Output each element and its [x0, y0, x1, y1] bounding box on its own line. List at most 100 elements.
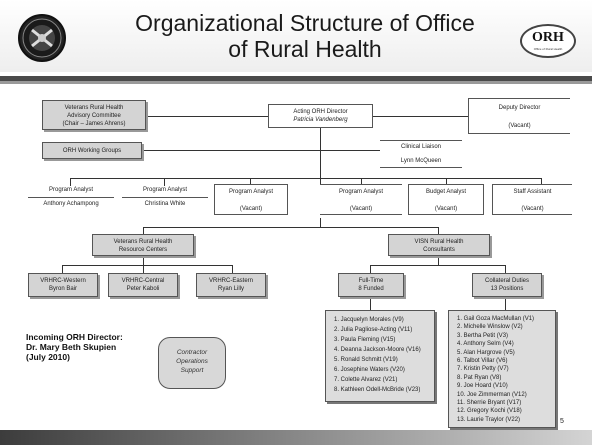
staff-1-title: Program Analyst — [48, 187, 94, 193]
full-time-line-2: 8 Funded — [358, 286, 384, 292]
working-groups-box: ORH Working Groups — [42, 142, 142, 159]
contractor-support-box: Contractor Operations Support — [158, 337, 226, 389]
connector-line — [164, 178, 165, 186]
connector-line — [143, 256, 144, 266]
list-item: 5. Ronald Schmitt (V19) — [334, 357, 398, 363]
advisory-committee-box: Veterans Rural Health Advisory Committee… — [42, 100, 146, 130]
advisory-line-2: Advisory Committee — [67, 113, 121, 119]
connector-line — [370, 265, 371, 273]
connector-line — [232, 265, 233, 273]
working-groups-label: ORH Working Groups — [62, 148, 122, 154]
list-item: 3. Paula Fleming (V15) — [334, 337, 396, 343]
visn-consultants-box: VISN Rural Health Consultants — [388, 234, 490, 256]
list-item: 6. Josephine Waters (V20) — [334, 367, 405, 373]
connector-line — [505, 265, 506, 273]
director-name: Patricia Vandenberg — [293, 117, 348, 123]
resource-centers-box: Veterans Rural Health Resource Centers — [92, 234, 194, 256]
staff-2-title: Program Analyst — [142, 187, 188, 193]
staff-5-title: Budget Analyst — [425, 189, 467, 195]
orh-logo-subtext: Office of Rural Health — [533, 47, 563, 51]
vrhrc-eastern-name: Ryan Lilly — [217, 286, 244, 292]
visn-line-2: Consultants — [423, 247, 455, 253]
staff-3-title: Program Analyst — [228, 189, 274, 195]
list-item: 1. Jacquelyn Morales (V9) — [334, 317, 404, 323]
connector-line — [541, 178, 542, 186]
connector-line — [70, 178, 542, 179]
vrhrc-eastern-box: VRHRC-Eastern Ryan Lilly — [196, 273, 266, 297]
footer-band — [0, 430, 592, 445]
collateral-line-1: Collateral Duties — [484, 278, 530, 284]
list-item: 3. Bertha Petit (V3) — [457, 332, 509, 339]
connector-line — [370, 297, 371, 310]
vrhrc-eastern-title: VRHRC-Eastern — [208, 278, 253, 284]
staff-2: Program Analyst Christina White — [122, 186, 208, 209]
deputy-director-box: Deputy Director (Vacant) — [468, 98, 570, 134]
header-band — [0, 0, 592, 72]
full-time-line-1: Full-Time — [358, 278, 384, 284]
visn-line-1: VISN Rural Health — [414, 239, 464, 245]
staff-2-name: Christina White — [122, 197, 208, 209]
staff-6: Staff Assistant (Vacant) — [492, 184, 572, 215]
list-item: 11. Sherrie Bryant (V17) — [457, 400, 522, 407]
deputy-title: Deputy Director — [498, 105, 541, 111]
header-divider-light — [0, 81, 592, 84]
list-item: 2. Julia Pagliose-Acting (V11) — [334, 327, 413, 333]
clinical-liaison-name: Lynn McQueen — [400, 158, 442, 164]
list-item: 1. Gail Goza MacMullan (V1) — [457, 316, 535, 322]
list-item: 8. Pat Ryan (V8) — [457, 374, 502, 381]
connector-line — [320, 218, 321, 228]
list-item: 8. Kathleen Odell-McBride (V23) — [334, 387, 421, 393]
vrhrc-western-box: VRHRC-Western Byron Bair — [28, 273, 98, 297]
vrhrc-central-name: Peter Kaboli — [126, 286, 160, 292]
list-item: 4. Deanna Jackson-Moore (V16) — [334, 347, 421, 353]
staff-6-name: (Vacant) — [521, 206, 544, 212]
staff-4-name: (Vacant) — [349, 206, 373, 212]
clinical-liaison-title: Clinical Liaison — [400, 144, 442, 150]
list-item: 4. Anthony Selm (V4) — [457, 341, 514, 348]
connector-line — [438, 256, 439, 266]
list-item: 7. Colette Alvarez (V21) — [334, 377, 398, 383]
list-item: 7. Kristin Petty (V7) — [457, 366, 509, 373]
staff-5: Budget Analyst (Vacant) — [408, 184, 484, 215]
staff-4: Program Analyst (Vacant) — [320, 184, 402, 215]
deputy-name: (Vacant) — [508, 123, 531, 129]
connector-line — [446, 178, 447, 186]
header-divider — [0, 76, 592, 81]
advisory-line-3: (Chair – James Ahrens) — [62, 121, 126, 127]
clinical-liaison-box: Clinical Liaison Lynn McQueen — [380, 140, 462, 168]
connector-line — [250, 178, 251, 186]
connector-line — [438, 227, 439, 234]
connector-line — [361, 178, 362, 186]
staff-6-title: Staff Assistant — [513, 189, 552, 195]
staff-1: Program Analyst Anthony Achampong — [28, 186, 114, 209]
list-item: 10. Joe Zimmerman (V12) — [457, 391, 527, 398]
list-item: 12. Gregory Kochi (V18) — [457, 408, 522, 415]
resource-centers-line-2: Resource Centers — [118, 247, 168, 253]
connector-line — [143, 265, 144, 273]
director-box: Acting ORH Director Patricia Vandenberg — [268, 104, 373, 128]
list-item: 13. Laurie Traylor (V22) — [457, 416, 521, 423]
vrhrc-western-name: Byron Bair — [48, 286, 77, 292]
connector-line — [505, 297, 506, 310]
connector-line — [372, 116, 468, 117]
incoming-director-note: Incoming ORH Director: Dr. Mary Beth Sku… — [26, 332, 123, 362]
full-time-list: 1. Jacquelyn Morales (V9) 2. Julia Pagli… — [325, 310, 435, 402]
connector-line — [370, 265, 506, 266]
connector-line — [70, 178, 71, 186]
vrhrc-central-box: VRHRC-Central Peter Kaboli — [108, 273, 178, 297]
connector-line — [62, 265, 63, 273]
advisory-line-1: Veterans Rural Health — [64, 105, 124, 111]
connector-line — [143, 227, 439, 228]
collateral-list: 1. Gail Goza MacMullan (V1) 2. Michelle … — [448, 310, 556, 428]
staff-4-title: Program Analyst — [338, 189, 384, 195]
connector-line — [143, 227, 144, 234]
collateral-line-2: 13 Positions — [490, 286, 524, 292]
slide-title: Organizational Structure of Office of Ru… — [135, 10, 475, 62]
director-title: Acting ORH Director — [293, 109, 348, 115]
list-item: 6. Talbot Villar (V6) — [457, 358, 508, 365]
full-time-box: Full-Time 8 Funded — [338, 273, 404, 297]
staff-1-name: Anthony Achampong — [28, 197, 114, 209]
staff-3-name: (Vacant) — [239, 206, 263, 212]
va-seal-logo — [18, 14, 66, 62]
